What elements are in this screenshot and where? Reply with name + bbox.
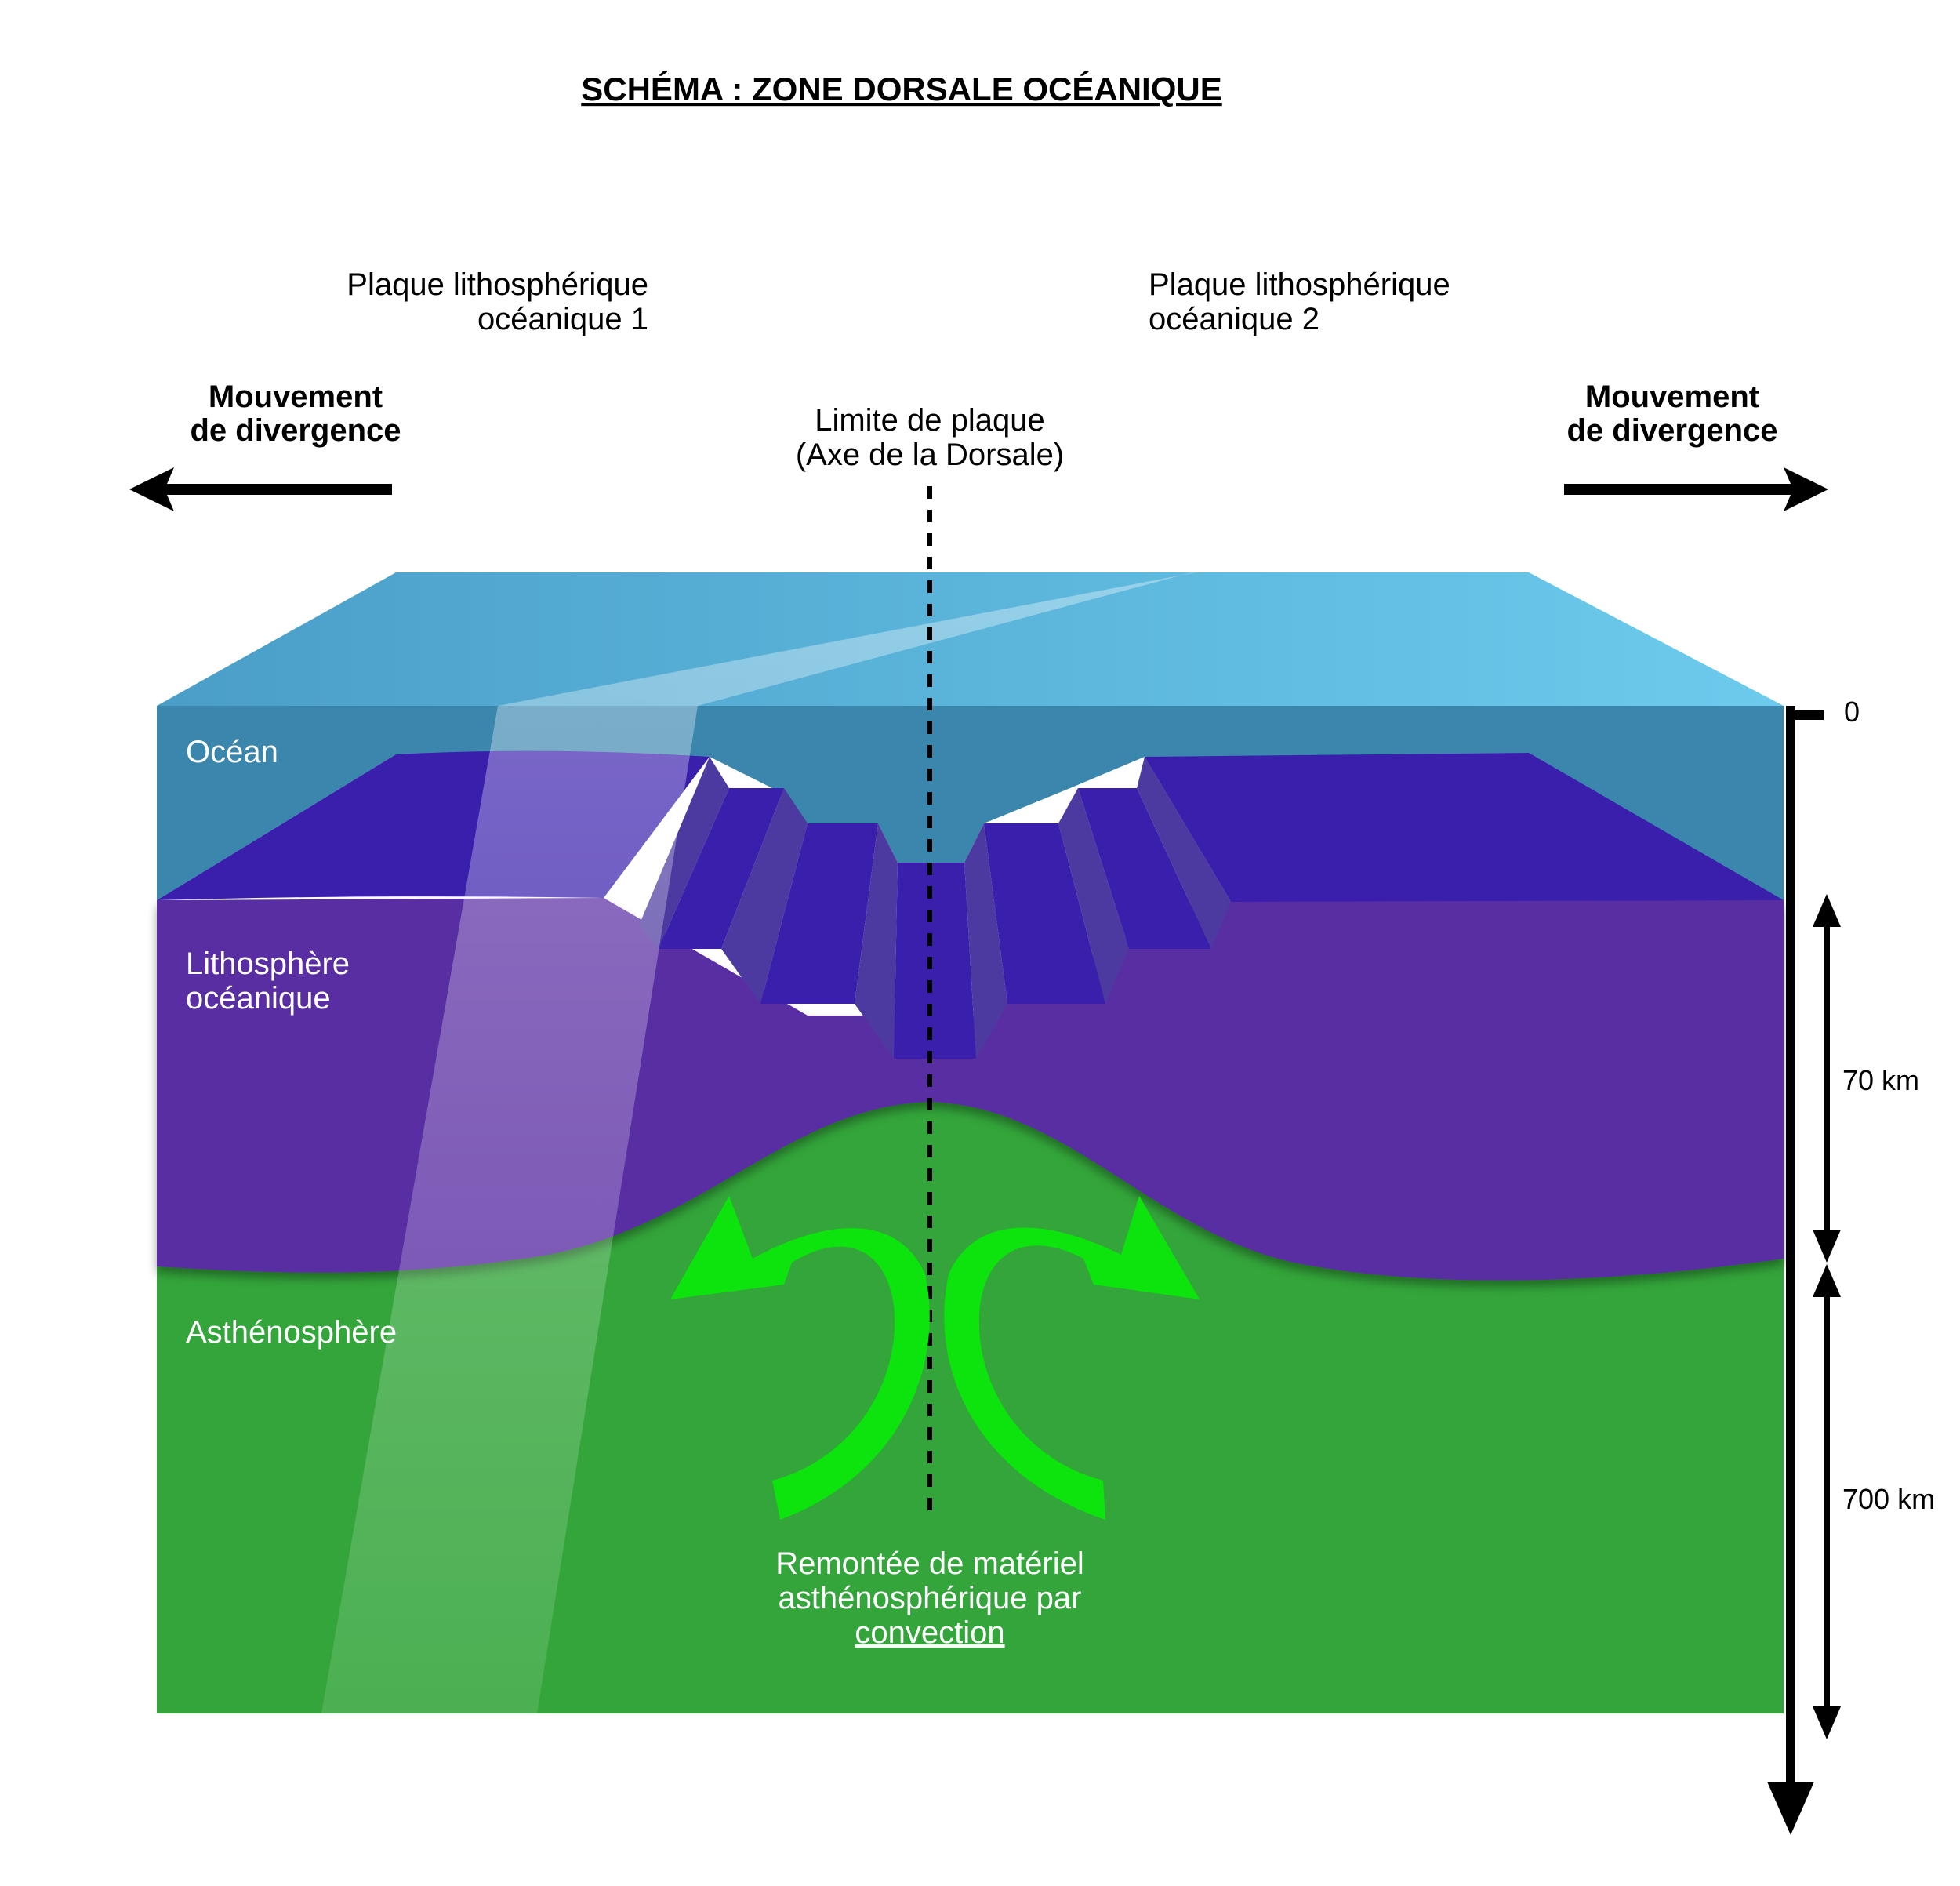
convection-caption-line1: Remontée de matériel: [775, 1546, 1084, 1581]
plate-2-label-line1: Plaque lithosphérique: [1149, 267, 1450, 302]
depth-70km-label: 70 km: [1842, 1064, 1919, 1096]
plate-1-label-line1: Plaque lithosphérique: [347, 267, 648, 302]
depth-700km-label: 700 km: [1842, 1483, 1935, 1515]
plate-boundary-label-line1: Limite de plaque: [815, 403, 1045, 438]
divergence-arrow-right-icon: [1564, 467, 1828, 511]
ocean-label: Océan: [186, 735, 278, 769]
light-beam: [321, 572, 1196, 1713]
asthenosphere-label: Asthénosphère: [186, 1315, 397, 1350]
depth-zero-label: 0: [1844, 696, 1860, 728]
movement-right-label-line2: de divergence: [1566, 413, 1777, 448]
plate-boundary-label-line2: (Axe de la Dorsale): [796, 438, 1064, 472]
diagram-title: SCHÉMA : ZONE DORSALE OCÉANIQUE: [581, 71, 1221, 107]
convection-caption-line2: asthénosphérique par: [779, 1581, 1082, 1615]
convection-caption-line3: convection: [855, 1615, 1004, 1650]
ocean-surface: [157, 572, 1784, 706]
lithosphere-label-line2: océanique: [186, 981, 331, 1016]
depth-scale: [1767, 706, 1841, 1835]
convection-arrow-right-icon: [944, 1196, 1200, 1520]
movement-right-label-line1: Mouvement: [1585, 380, 1759, 414]
movement-left-label-line1: Mouvement: [209, 380, 383, 414]
plate-2-label-line2: océanique 2: [1149, 302, 1319, 336]
divergence-arrow-left-icon: [129, 467, 392, 511]
lithosphere-label-line1: Lithosphère: [186, 947, 350, 981]
movement-left-label-line2: de divergence: [190, 413, 401, 448]
convection-arrow-left-icon: [670, 1196, 930, 1520]
plate-1-label-line2: océanique 1: [477, 302, 648, 336]
